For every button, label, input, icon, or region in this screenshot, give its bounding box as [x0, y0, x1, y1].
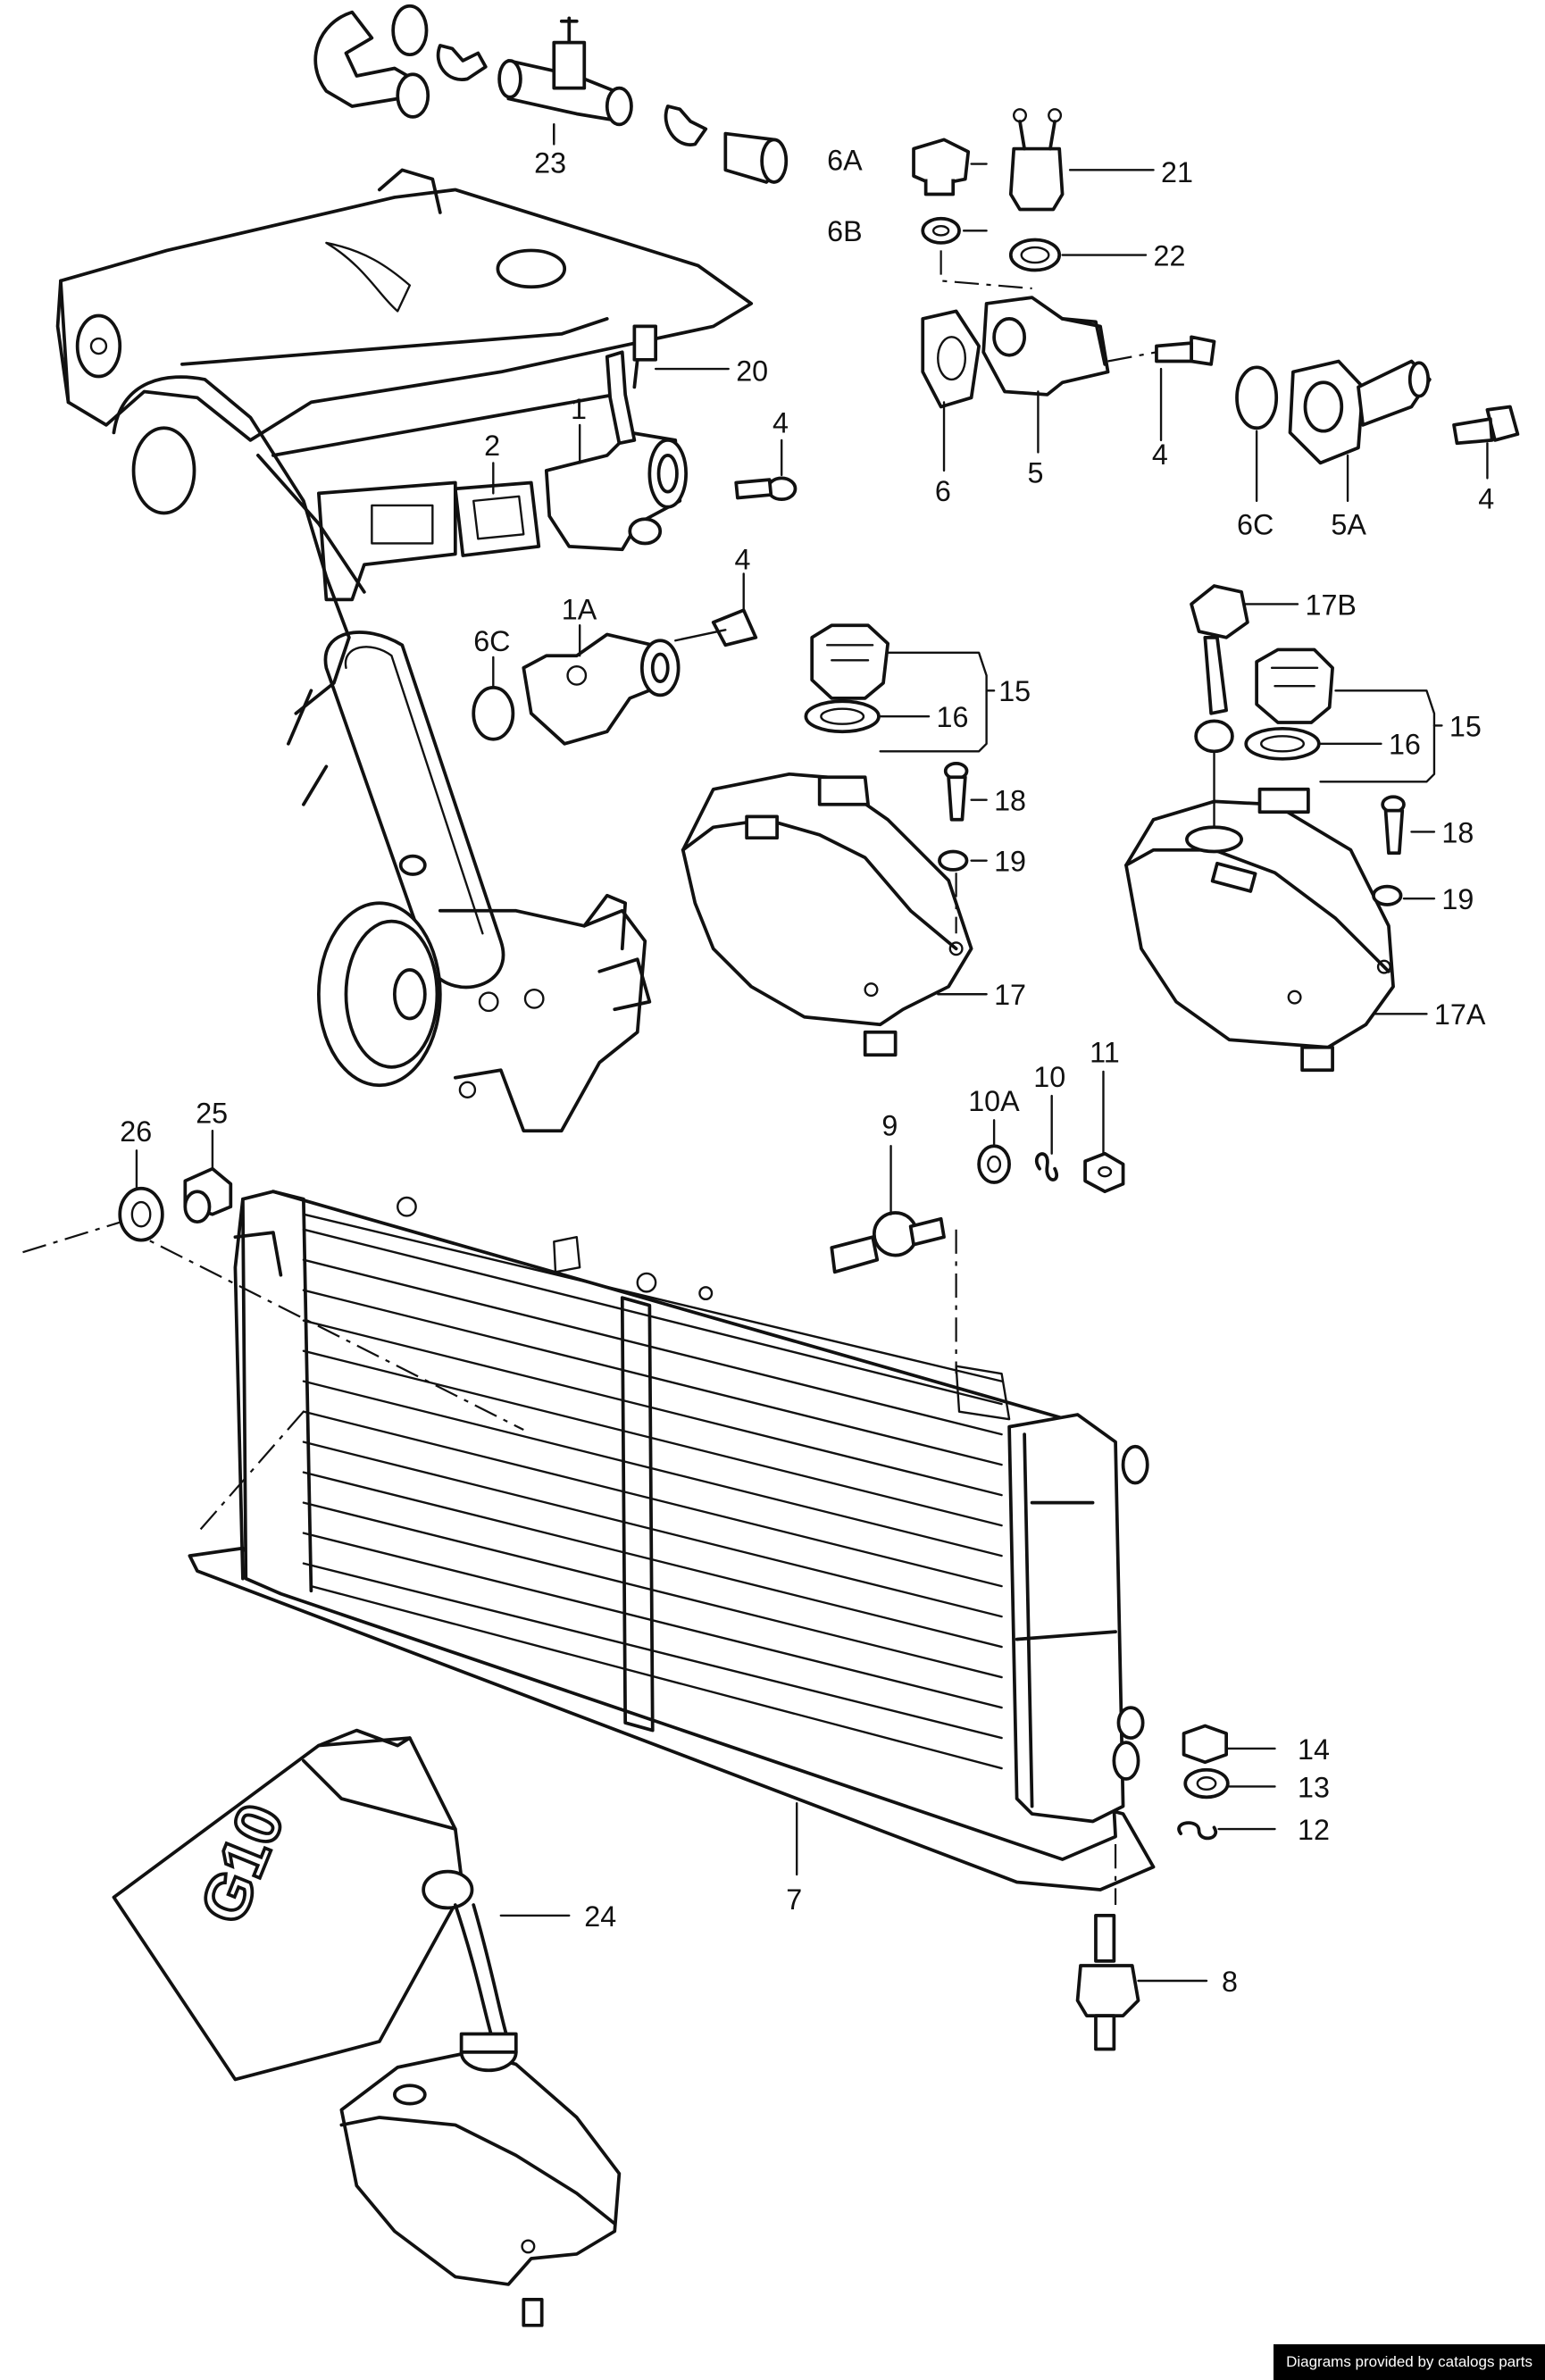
gasket-2: [453, 480, 541, 557]
water-pump: [317, 854, 652, 1133]
callout-21: 21: [1161, 156, 1193, 188]
expansion-tank-17a: [1124, 799, 1395, 1073]
callout-25: 25: [196, 1098, 228, 1130]
callout-11: 11: [1090, 1037, 1120, 1069]
screw-18-left: [943, 762, 969, 822]
coolant-flange-5: [981, 296, 1110, 397]
callout-20: 20: [736, 355, 768, 388]
callout-4-flange5: 4: [1152, 438, 1168, 471]
callout-4-flange1: 4: [772, 406, 789, 438]
callout-6a: 6A: [827, 144, 863, 176]
cap-15-left: [810, 623, 890, 700]
callout-26: 26: [120, 1115, 152, 1148]
bolt-4b: [674, 608, 758, 647]
callout-15-right: 15: [1449, 710, 1482, 742]
rubber-mount-8: [1075, 1914, 1140, 2051]
washer-10a: [977, 1144, 1011, 1184]
gasket-16-right: [1244, 726, 1321, 761]
expansion-tank-bottom: [339, 2032, 622, 2327]
callout-13: 13: [1298, 1771, 1330, 1803]
callout-12: 12: [1298, 1814, 1330, 1846]
seal-6b: [921, 216, 961, 245]
rubber-mount-9: [830, 1211, 946, 1274]
screw-18-right: [1381, 795, 1406, 856]
expansion-tank-17: [681, 772, 973, 1057]
bolt-4a: [734, 476, 798, 502]
cap-15-right: [1255, 647, 1334, 724]
coolant-canister-24: G10: [112, 1728, 511, 2082]
callout-2: 2: [484, 430, 500, 462]
washer-19-left: [938, 849, 969, 872]
drive-belt: [287, 630, 505, 990]
bolt-4c: [1155, 335, 1216, 366]
coolant-flange-5a: [1288, 359, 1432, 465]
level-sender-17b: [1185, 584, 1249, 854]
callout-19-left: 19: [994, 846, 1026, 878]
washer-19-right: [1372, 884, 1403, 906]
neck-right: [1257, 787, 1310, 814]
clip-12: [1177, 1821, 1218, 1841]
callout-7: 7: [786, 1883, 802, 1916]
callout-22: 22: [1154, 239, 1186, 271]
callout-1: 1: [571, 393, 587, 425]
o-ring-6c-left: [472, 686, 515, 741]
callout-16-right: 16: [1389, 729, 1421, 761]
coolant-flange-1a: [522, 632, 681, 746]
radiator-7: [188, 1190, 1156, 1891]
callout-14: 14: [1298, 1733, 1330, 1766]
callout-18-left: 18: [994, 785, 1026, 817]
callout-4-flange1a: 4: [735, 543, 751, 575]
leader-lines: [135, 123, 1489, 1983]
callout-23: 23: [534, 147, 566, 180]
coolant-hose-23: [313, 4, 789, 184]
bolt-4d: [1452, 405, 1520, 446]
callout-5a: 5A: [1331, 508, 1366, 540]
plug-6a: [912, 138, 971, 196]
callout-15-left: 15: [998, 675, 1031, 707]
callout-1a: 1A: [562, 593, 597, 625]
callout-17: 17: [994, 979, 1026, 1011]
callout-18-right: 18: [1441, 816, 1474, 848]
callout-24: 24: [584, 1900, 616, 1933]
callout-6c-left: 6C: [473, 625, 510, 657]
callout-9: 9: [881, 1109, 898, 1141]
neck-left: [817, 775, 870, 806]
callout-8: 8: [1222, 1966, 1238, 1998]
callout-5: 5: [1028, 456, 1044, 489]
callout-19-right: 19: [1441, 883, 1474, 915]
callout-17b: 17B: [1305, 589, 1356, 621]
temperature-sender-21: [1008, 108, 1065, 212]
washer-26: [118, 1186, 164, 1242]
credit-badge: Diagrams provided by catalogs parts: [1274, 2344, 1545, 2380]
gasket-16-left: [804, 699, 881, 734]
plug-25: [183, 1166, 233, 1224]
callout-6: 6: [935, 475, 951, 507]
o-ring-6c-right: [1235, 365, 1279, 430]
nut-11: [1083, 1151, 1125, 1194]
gasket-6: [921, 309, 981, 409]
nut-14: [1182, 1724, 1228, 1765]
callout-6b: 6B: [827, 215, 862, 247]
callout-17a: 17A: [1434, 998, 1486, 1031]
washer-13: [1183, 1767, 1230, 1800]
canister-label: G10: [187, 1794, 298, 1933]
coolant-flange-1: [544, 324, 689, 552]
callout-4-flange5a: 4: [1478, 482, 1494, 514]
callout-labels: 23 6A 21 6B 22 20 1 2 4 6 5 4 6C 5A 4 4 …: [120, 144, 1494, 1998]
engine-block: [55, 168, 754, 715]
callout-16-left: 16: [937, 701, 969, 733]
callout-6c-right: 6C: [1237, 508, 1274, 540]
o-ring-22: [1008, 238, 1062, 272]
callout-10a: 10A: [968, 1085, 1020, 1117]
clip-10: [1034, 1152, 1058, 1182]
callout-10: 10: [1033, 1061, 1065, 1093]
